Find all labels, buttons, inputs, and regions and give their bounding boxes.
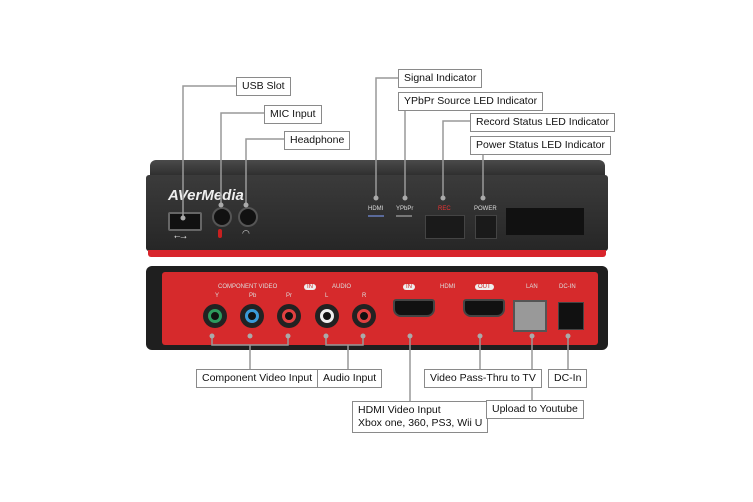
hdmi-in-badge: IN bbox=[403, 284, 415, 290]
device-top bbox=[150, 160, 605, 176]
display-window bbox=[506, 208, 584, 235]
callout-usb-slot: USB Slot bbox=[236, 77, 291, 96]
lan-port bbox=[513, 300, 547, 332]
callout-ypbpr-led: YPbPr Source LED Indicator bbox=[398, 92, 544, 111]
dc-in-label: DC-IN bbox=[559, 284, 576, 290]
mic-jack bbox=[212, 207, 232, 227]
callout-hdmi-input: HDMI Video Input Xbox one, 360, PS3, Wii… bbox=[352, 401, 489, 433]
audio-r-jack bbox=[352, 304, 376, 328]
pr-jack bbox=[277, 304, 301, 328]
callout-video-passthru: Video Pass-Thru to TV bbox=[424, 369, 542, 388]
callout-signal-indicator: Signal Indicator bbox=[398, 69, 483, 88]
mic-icon bbox=[218, 229, 222, 238]
hdmi-input-devices: Xbox one, 360, PS3, Wii U bbox=[358, 417, 483, 429]
y-label: Y bbox=[215, 293, 220, 299]
hdmi-label: HDMI bbox=[440, 284, 456, 290]
device-front-panel: AVerMedia ⭠⭢ ◠ HDMI YPbPr REC POWER bbox=[146, 175, 608, 251]
callout-record-led: Record Status LED Indicator bbox=[470, 113, 616, 132]
brand-logo: AVerMedia bbox=[168, 187, 244, 204]
hdmi-led-label: HDMI bbox=[368, 206, 384, 212]
headphone-icon: ◠ bbox=[242, 228, 250, 238]
r-label: R bbox=[362, 293, 367, 299]
power-button bbox=[475, 215, 497, 239]
pr-label: Pr bbox=[286, 293, 292, 299]
ypbpr-led bbox=[396, 215, 412, 217]
l-label: L bbox=[325, 293, 329, 299]
pb-label: Pb bbox=[249, 293, 257, 299]
callout-headphone: Headphone bbox=[284, 131, 351, 150]
usb-icon: ⭠⭢ bbox=[174, 232, 187, 241]
hdmi-out-badge: OUT bbox=[475, 284, 494, 290]
front-red-strip bbox=[148, 250, 606, 257]
callout-upload-youtube: Upload to Youtube bbox=[486, 400, 584, 419]
headphone-jack bbox=[238, 207, 258, 227]
in-badge: IN bbox=[304, 284, 316, 290]
callout-audio-input: Audio Input bbox=[317, 369, 383, 388]
callout-mic-input: MIC Input bbox=[264, 105, 322, 124]
power-label: POWER bbox=[474, 206, 497, 212]
hdmi-in-port bbox=[393, 299, 435, 317]
y-jack bbox=[203, 304, 227, 328]
usb-slot bbox=[168, 212, 202, 231]
component-video-label: COMPONENT VIDEO bbox=[218, 284, 278, 290]
callout-dc-in: DC-In bbox=[548, 369, 588, 388]
pb-jack bbox=[240, 304, 264, 328]
rec-label: REC bbox=[438, 206, 451, 212]
lan-label: LAN bbox=[526, 284, 538, 290]
ypbpr-led-label: YPbPr bbox=[396, 206, 414, 212]
hdmi-input-title: HDMI Video Input bbox=[358, 404, 441, 416]
callout-power-led: Power Status LED Indicator bbox=[470, 136, 611, 155]
hdmi-led bbox=[368, 215, 384, 217]
audio-label: AUDIO bbox=[332, 284, 352, 290]
hdmi-out-port bbox=[463, 299, 505, 317]
audio-l-jack bbox=[315, 304, 339, 328]
dc-in-port bbox=[558, 302, 584, 330]
callout-component-video: Component Video Input bbox=[196, 369, 319, 388]
record-button bbox=[425, 215, 465, 239]
